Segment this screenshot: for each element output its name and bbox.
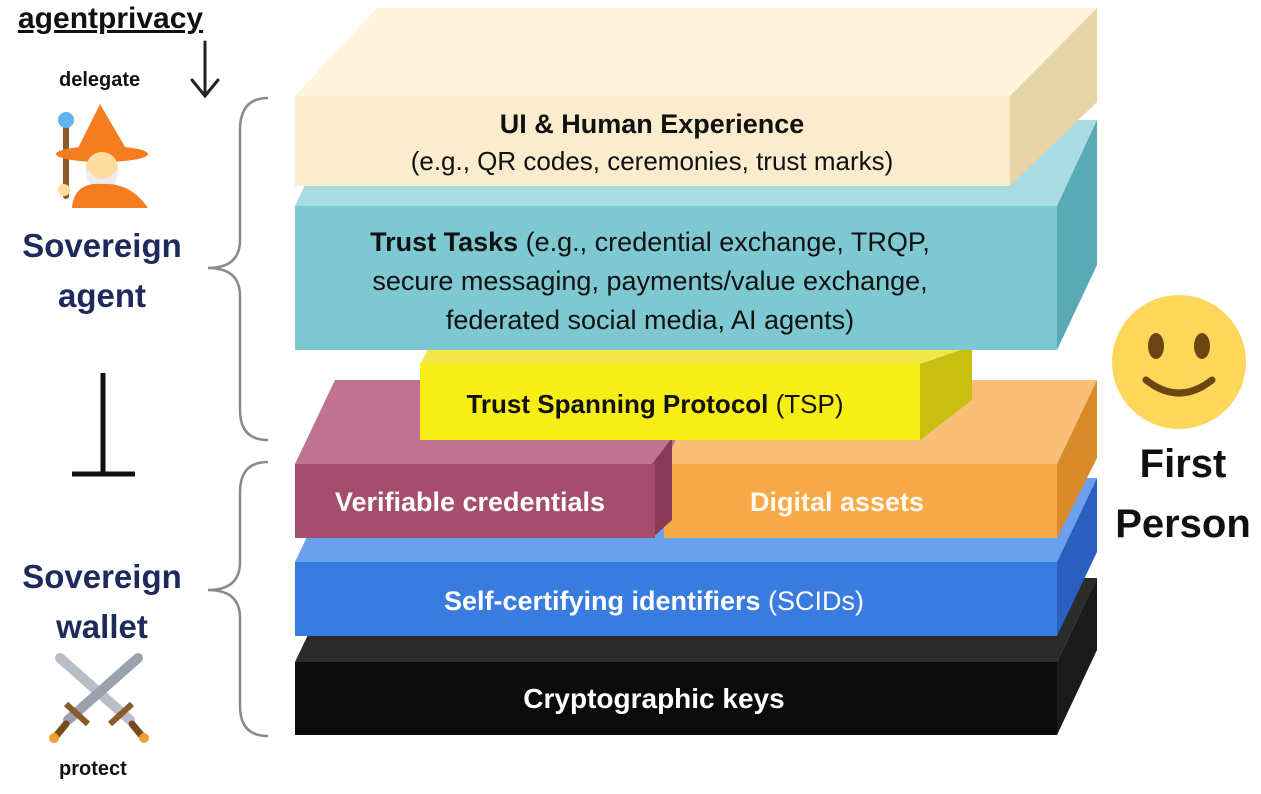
down-arrow-icon bbox=[190, 40, 220, 99]
sovereign-wallet-label: Sovereign wallet bbox=[22, 558, 182, 645]
sovereign-agent-label: Sovereign agent bbox=[22, 227, 182, 314]
first-person-label: First Person bbox=[1115, 442, 1251, 546]
vc-label: Verifiable credentials bbox=[335, 487, 605, 517]
protect-label: protect bbox=[59, 758, 127, 780]
crossed-swords-icon bbox=[49, 653, 149, 743]
brace-sovereign-wallet bbox=[207, 460, 269, 738]
delegate-label: delegate bbox=[59, 69, 141, 91]
brand-title[interactable]: agentprivacy bbox=[18, 2, 204, 35]
layer-tsp: Trust Spanning Protocol (TSP) bbox=[420, 346, 972, 440]
trust-tasks-line1: Trust Tasks (e.g., credential exchange, … bbox=[370, 227, 930, 257]
assets-label: Digital assets bbox=[750, 487, 924, 517]
trust-tasks-line2: secure messaging, payments/value exchang… bbox=[372, 266, 927, 296]
layer-ui-human-experience: UI & Human Experience (e.g., QR codes, c… bbox=[295, 8, 1097, 186]
scid-label: Self-certifying identifiers (SCIDs) bbox=[444, 586, 864, 616]
mage-icon bbox=[56, 104, 148, 208]
tsp-label: Trust Spanning Protocol (TSP) bbox=[466, 389, 843, 419]
ui-subtitle: (e.g., QR codes, ceremonies, trust marks… bbox=[411, 146, 894, 176]
brace-sovereign-agent bbox=[207, 96, 269, 442]
layer-digital-assets: Digital assets bbox=[664, 380, 1097, 538]
keys-label: Cryptographic keys bbox=[523, 683, 784, 714]
perpendicular-icon bbox=[72, 373, 135, 477]
ui-title: UI & Human Experience bbox=[500, 109, 805, 139]
trust-tasks-line3: federated social media, AI agents) bbox=[446, 305, 854, 335]
smiley-face-icon bbox=[1112, 295, 1246, 429]
